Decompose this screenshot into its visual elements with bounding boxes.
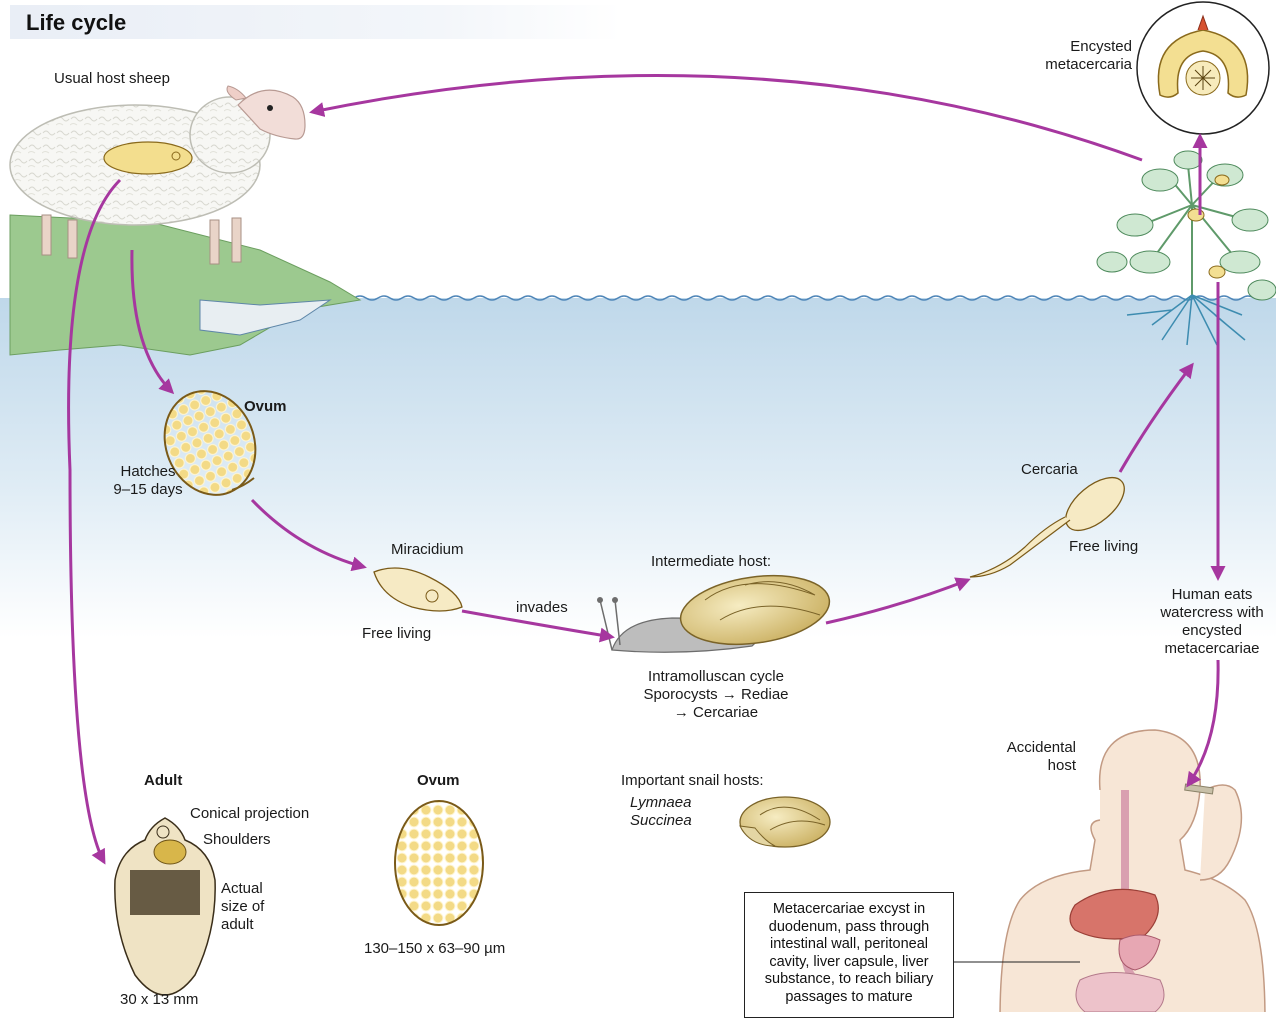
label-invades: invades [516, 599, 568, 617]
label-intramolluscan-2: Sporocysts → Rediae [616, 686, 816, 704]
note-line: Metacercariae excyst in [745, 901, 953, 919]
label-accidental-2: host [980, 757, 1076, 775]
label-shoulders: Shoulders [203, 831, 271, 849]
label-adult-size: 30 x 13 mm [120, 991, 198, 1009]
label-intermediate-host: Intermediate host: [651, 553, 771, 571]
label-ovum-bottom: Ovum [417, 772, 460, 790]
note-line: intestinal wall, peritoneal [745, 936, 953, 954]
label-encysted-2: metacercaria [1030, 56, 1132, 74]
label-accidental-1: Accidental [980, 739, 1076, 757]
label-human-eats-1: Human eats [1148, 586, 1276, 604]
label-snail-succinea: Succinea [630, 812, 692, 830]
adult-fluke-illustration [115, 818, 215, 995]
label-ovum-size: 130–150 x 63–90 µm [364, 940, 505, 958]
label-encysted-1: Encysted [1030, 38, 1132, 56]
diagram-title: Life cycle [26, 10, 126, 36]
encysted-metacercaria-illustration [1137, 2, 1269, 134]
label-actual-1: Actual [221, 880, 263, 898]
label-actual-3: adult [221, 916, 254, 934]
ovum-bottom-illustration [395, 801, 483, 925]
note-line: duodenum, pass through [745, 919, 953, 937]
label-hatches-2: 9–15 days [100, 481, 196, 499]
label-cercaria: Cercaria [1021, 461, 1078, 479]
label-human-eats-4: metacercariae [1148, 640, 1276, 658]
note-line: passages to mature [745, 989, 953, 1007]
label-miracidium: Miracidium [391, 541, 464, 559]
arrow-watercress-to-sheep [312, 76, 1142, 160]
small-snail-illustration [740, 797, 830, 847]
metacercariae-note-box: Metacercariae excyst in duodenum, pass t… [744, 892, 954, 1018]
label-usual-host: Usual host sheep [54, 70, 170, 88]
label-snail-hosts: Important snail hosts: [621, 772, 764, 790]
label-human-eats-2: watercress with [1148, 604, 1276, 622]
note-line: cavity, liver capsule, liver [745, 954, 953, 972]
note-line: substance, to reach biliary [745, 971, 953, 989]
label-intramolluscan-3: → Cercariae [616, 704, 816, 722]
label-actual-2: size of [221, 898, 264, 916]
label-snail-lymnaea: Lymnaea [630, 794, 691, 812]
label-cercaria-free: Free living [1069, 538, 1138, 556]
label-human-eats-3: encysted [1148, 622, 1276, 640]
label-intramolluscan-1: Intramolluscan cycle [616, 668, 816, 686]
label-hatches-1: Hatches [100, 463, 196, 481]
label-ovum-top: Ovum [244, 398, 287, 416]
label-adult: Adult [144, 772, 182, 790]
label-miracidium-free: Free living [362, 625, 431, 643]
label-conical: Conical projection [190, 805, 309, 823]
